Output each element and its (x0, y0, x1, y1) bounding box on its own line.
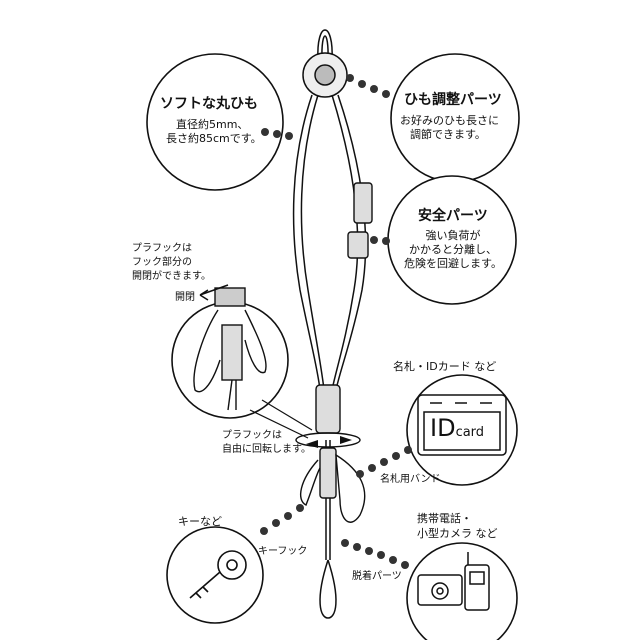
soft-cord-line: 長さ約85cmです。 (166, 132, 262, 145)
camera-icon (417, 574, 463, 606)
hook-detail-drawing (193, 287, 267, 411)
safety-line: 危険を回避します。 (404, 257, 502, 270)
soft-cord-title: ソフトな丸ひも (160, 96, 258, 112)
key-callout-circle (166, 526, 264, 624)
key-title: キーなど (178, 515, 222, 528)
hook-rotate-line: プラフックは (222, 430, 282, 441)
hook-open-line: 開閉ができます。 (132, 271, 211, 282)
zoom-lines (249, 399, 313, 439)
id-card-icon (417, 394, 507, 456)
cord-tube (295, 384, 366, 523)
adjuster-disc (302, 52, 348, 98)
adjuster-line: 調節できます。 (410, 128, 486, 141)
open-close-label: 開閉 (175, 292, 195, 303)
adjuster-line: お好みのひも長さに (400, 114, 499, 127)
dotted-leaders (260, 74, 412, 569)
detach-part-label: 脱着パーツ (352, 571, 402, 582)
key-icon (189, 550, 247, 599)
id-card-text-small: card (455, 425, 485, 440)
mobile-phone-icon (464, 552, 490, 611)
adjuster-title: ひも調整パーツ (404, 92, 502, 108)
id-card-text: IDcard (430, 413, 484, 443)
phone-camera-line: 携帯電話・ (417, 512, 472, 525)
safety-line: かかると分離し、 (409, 243, 497, 256)
hook-rotate-line: 自由に回転します。 (222, 444, 311, 455)
soft-cord-line: 直径約5mm、 (176, 118, 249, 131)
safety-title: 安全パーツ (418, 208, 488, 224)
hook-open-line: プラフックは (132, 243, 192, 254)
hook-rotate-arrow-icon (306, 436, 352, 448)
id-card-text-big: ID (430, 414, 456, 442)
open-close-arrow-icon (199, 284, 229, 301)
name-band-label: 名札用バンド (380, 474, 441, 485)
hook-open-line: フック部分の (132, 257, 192, 268)
phone-camera-line: 小型カメラ など (417, 527, 498, 540)
safety-parts (347, 182, 373, 259)
safety-line: 強い負荷が (425, 229, 481, 242)
soft-cord-callout-circle (146, 53, 284, 191)
key-hook-label: キーフック (258, 546, 308, 557)
id-card-title: 名札・IDカード など (393, 360, 497, 373)
lanyard-cord (292, 29, 367, 619)
